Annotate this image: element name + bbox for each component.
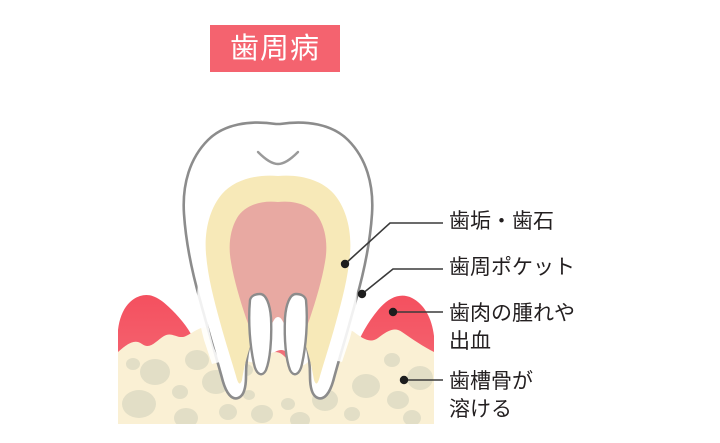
callout-dot-plaque-tartar — [340, 259, 350, 269]
callout-label-alveolar-bone-loss: 歯槽骨が 溶ける — [449, 369, 533, 421]
tooth — [182, 121, 374, 400]
root-canal-left — [248, 292, 273, 376]
bone-pores — [122, 350, 433, 424]
callout-leaders — [344, 222, 443, 381]
pocket-left — [197, 284, 220, 364]
callout-dots — [340, 259, 409, 385]
periodontal-pockets — [197, 280, 357, 364]
leader-line-periodontal-pocket — [361, 268, 443, 295]
pocket-right — [334, 280, 357, 362]
page-title: 歯周病 — [229, 31, 320, 65]
callout-label-plaque-tartar: 歯垢・歯石 — [449, 209, 554, 233]
callout-label-gum-swelling-bleeding: 歯肉の腫れや 出血 — [449, 301, 575, 353]
callout-dot-gum-swelling-bleeding — [388, 307, 398, 317]
leader-line-plaque-tartar — [344, 222, 443, 265]
alveolar-bone — [118, 327, 434, 424]
callout-dot-alveolar-bone-loss — [399, 375, 409, 385]
root-canal-right — [283, 292, 308, 376]
callout-dot-periodontal-pocket — [357, 289, 367, 299]
callout-label-periodontal-pocket: 歯周ポケット — [449, 255, 575, 279]
page-title-badge: 歯周病 — [210, 25, 340, 72]
occlusal-groove — [256, 150, 300, 166]
